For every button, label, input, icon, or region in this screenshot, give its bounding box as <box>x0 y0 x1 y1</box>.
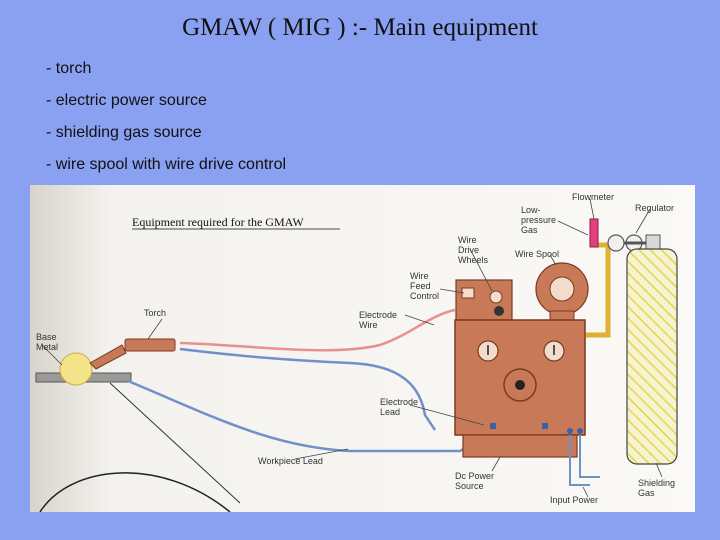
dc-power-source-cabinet <box>454 319 586 436</box>
label-dc-power-source-1: Dc Power <box>455 471 494 481</box>
reel-outline <box>39 472 231 512</box>
stand-line-1 <box>109 382 241 504</box>
bullet-torch: - torch <box>46 60 92 77</box>
label-wire-feed-control-1: Wire <box>410 271 429 281</box>
label-base-metal-2: Metal <box>36 342 58 352</box>
bullet-wire-spool: - wire spool with wire drive control <box>46 156 287 173</box>
figure-caption: Equipment required for the GMAW <box>132 215 304 229</box>
bullet-gas-source: - shielding gas source <box>46 124 202 141</box>
equipment-list: - torch - electric power source - shield… <box>46 58 286 186</box>
terminal-left <box>490 423 496 429</box>
electrode-wire <box>179 308 456 352</box>
label-wire-spool: Wire Spool <box>515 249 559 259</box>
torch-body <box>124 338 176 352</box>
electrode-lead-cable <box>179 347 437 431</box>
control-dial <box>503 368 537 402</box>
input-power-cable <box>569 435 600 486</box>
label-electrode-lead-1: Electrode <box>380 397 418 407</box>
input-terminal-1 <box>567 428 573 434</box>
terminal-right <box>542 423 548 429</box>
input-terminal-2 <box>577 428 583 434</box>
wire-feed-control-box <box>455 279 513 321</box>
label-input-power: Input Power <box>550 495 598 505</box>
label-torch: Torch <box>144 308 166 318</box>
label-electrode-wire-2: Wire <box>359 320 378 330</box>
label-low-pressure-gas-3: Gas <box>521 225 538 235</box>
diagram-svg: Equipment required for the GMAW <box>30 185 695 512</box>
leader-lines <box>41 198 663 498</box>
shielding-gas-cylinder <box>626 248 678 465</box>
label-low-pressure-gas-2: pressure <box>521 215 556 225</box>
wire-spool-inner <box>549 276 575 302</box>
label-wire-drive-wheels-2: Drive <box>458 245 479 255</box>
cylinder-valve <box>645 234 661 250</box>
workpiece-lead-cable <box>127 379 501 453</box>
label-wire-feed-control-3: Control <box>410 291 439 301</box>
label-workpiece-lead: Workpiece Lead <box>258 456 323 466</box>
label-wire-feed-control-2: Feed <box>410 281 431 291</box>
label-shielding-gas-2: Gas <box>638 488 655 498</box>
control-dial-center <box>515 380 525 390</box>
label-regulator: Regulator <box>635 203 674 213</box>
flowmeter-tube <box>589 218 599 248</box>
bullet-power-source: - electric power source <box>46 92 207 109</box>
label-base-metal-1: Base <box>36 332 57 342</box>
label-wire-drive-wheels-3: Wheels <box>458 255 489 265</box>
regulator-gauge-left <box>607 234 625 252</box>
weld-glow <box>59 352 93 386</box>
label-wire-drive-wheels-1: Wire <box>458 235 477 245</box>
label-dc-power-source-2: Source <box>455 481 484 491</box>
cabinet-foot <box>462 434 578 458</box>
label-electrode-lead-2: Lead <box>380 407 400 417</box>
label-flowmeter: Flowmeter <box>572 192 614 202</box>
gas-hose <box>586 242 611 338</box>
wire-drive-wheel-top <box>489 290 503 304</box>
label-electrode-wire-1: Electrode <box>359 310 397 320</box>
label-low-pressure-gas-1: Low- <box>521 205 541 215</box>
slide-title: GMAW ( MIG ) :- Main equipment <box>182 14 538 41</box>
torch-nozzle <box>89 344 127 370</box>
gmaw-equipment-diagram: Equipment required for the GMAW <box>30 185 695 512</box>
label-shielding-gas-1: Shielding <box>638 478 675 488</box>
wire-drive-wheel-bottom <box>494 306 504 316</box>
